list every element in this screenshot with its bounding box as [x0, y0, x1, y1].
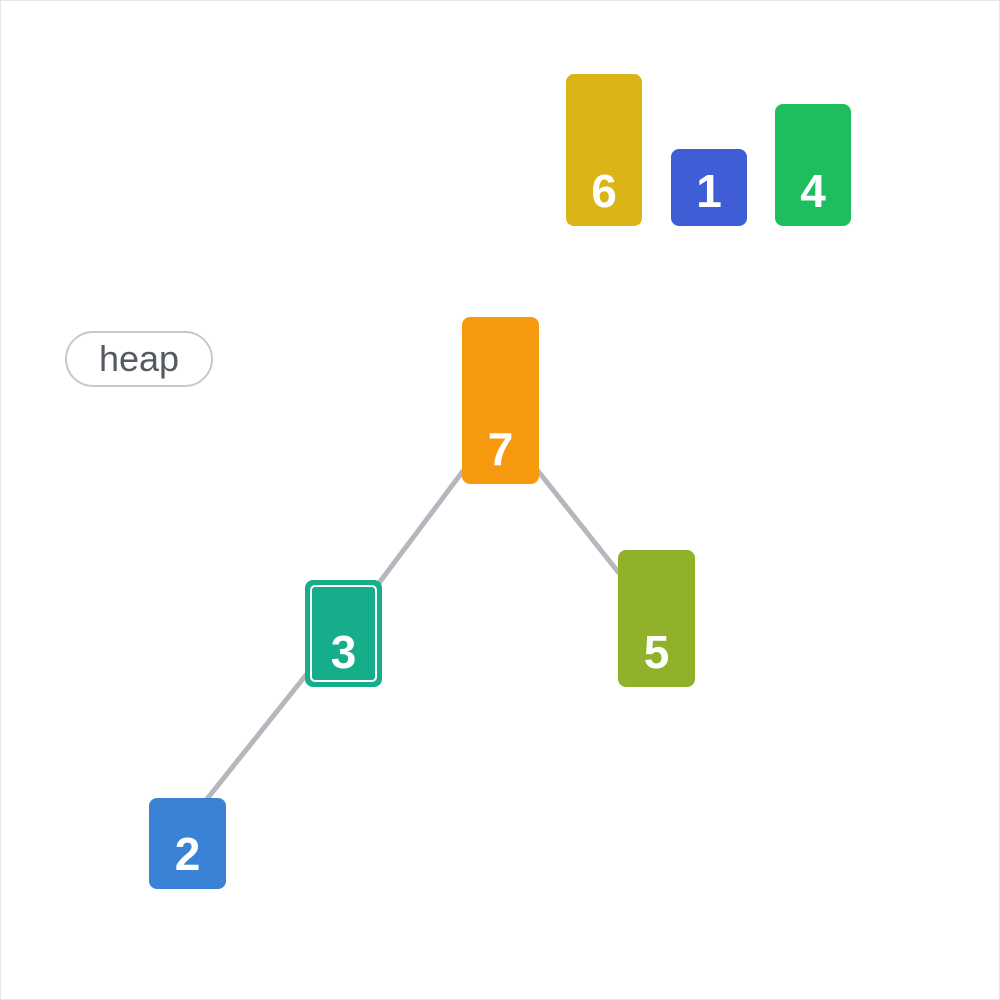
heap-node-right: 5	[618, 550, 695, 687]
node-value: 7	[487, 423, 514, 475]
edge-3-2	[204, 672, 309, 802]
heap-label: heap	[65, 331, 213, 387]
heap-node-root: 7	[462, 317, 539, 484]
node-value: 5	[643, 626, 670, 678]
node-value: 3	[330, 626, 357, 678]
edge-7-3	[376, 468, 466, 586]
queue-bar-value: 4	[800, 165, 826, 217]
queue-bar-1: 1	[671, 149, 747, 226]
heap-node-left: 3	[305, 580, 382, 687]
node-value: 2	[174, 828, 201, 880]
heap-node-left-left: 2	[149, 798, 226, 889]
queue-bar-6: 6	[566, 74, 642, 226]
queue-bar-4: 4	[775, 104, 851, 226]
queue-bar-value: 1	[696, 165, 722, 217]
edge-7-5	[535, 468, 622, 576]
queue-bar-value: 6	[591, 165, 617, 217]
